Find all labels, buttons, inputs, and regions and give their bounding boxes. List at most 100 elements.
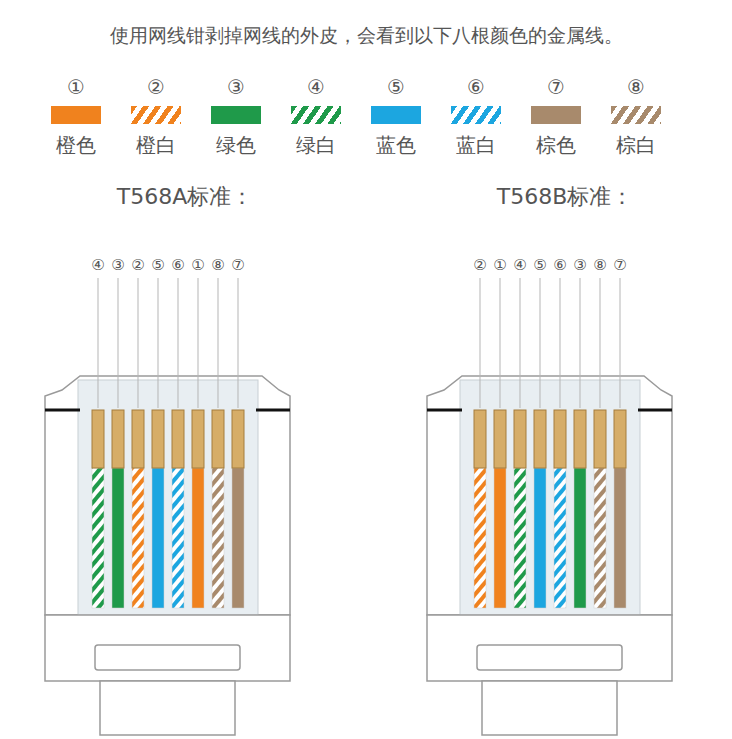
wire <box>614 468 626 608</box>
callout-number: ⑥ <box>467 75 485 99</box>
leader-line <box>500 278 501 408</box>
striped-swatch <box>131 106 181 124</box>
latch-line <box>256 409 290 412</box>
callout-number: ⑦ <box>547 75 565 99</box>
wire <box>574 468 586 608</box>
color-name: 绿白 <box>296 133 336 157</box>
gold-contact <box>232 410 244 468</box>
wire <box>534 468 546 608</box>
leader-line <box>158 278 159 408</box>
color-swatch <box>371 106 421 124</box>
connector-body <box>427 376 672 615</box>
wire <box>112 468 124 608</box>
gold-contact <box>192 410 204 468</box>
leader-line <box>620 278 621 408</box>
gold-contact <box>574 410 586 468</box>
page-title: 使用网线钳剥掉网线的外皮，会看到以下八根颜色的金属线。 <box>110 24 623 47</box>
pin-number: ⑧ <box>211 256 224 274</box>
boot-slot <box>477 645 622 670</box>
cable-sleeve <box>482 681 617 735</box>
gold-contact <box>554 410 566 468</box>
pin-number: ④ <box>91 256 104 274</box>
leader-line <box>600 278 601 408</box>
color-name: 橙色 <box>56 133 96 157</box>
leader-line <box>198 278 199 408</box>
boot-slot <box>95 645 240 670</box>
latch-line <box>427 409 462 412</box>
striped-swatch <box>611 106 661 124</box>
wire <box>474 468 486 608</box>
wire <box>554 468 566 608</box>
gold-contact <box>92 410 104 468</box>
color-name: 棕色 <box>536 133 576 157</box>
leader-line <box>580 278 581 408</box>
leader-line <box>238 278 239 408</box>
callout-number: ⑧ <box>627 75 645 99</box>
connector-boot <box>45 615 290 681</box>
standard-heading: T568B标准： <box>497 184 634 210</box>
gold-contact <box>534 410 546 468</box>
pin-number: ⑥ <box>171 256 184 274</box>
color-name: 绿色 <box>216 133 256 157</box>
wire <box>192 468 204 608</box>
connector-window <box>460 380 640 615</box>
pin-number: ⑦ <box>231 256 244 274</box>
wire <box>232 468 244 608</box>
callout-number: ② <box>147 75 165 99</box>
cable-sleeve <box>100 681 235 735</box>
gold-contact <box>594 410 606 468</box>
color-name: 橙白 <box>136 133 176 157</box>
leader-line <box>118 278 119 408</box>
pin-number: ③ <box>111 256 124 274</box>
callout-number: ③ <box>227 75 245 99</box>
callout-number: ④ <box>307 75 325 99</box>
color-swatch <box>51 106 101 124</box>
color-name: 蓝白 <box>456 133 496 157</box>
leader-line <box>520 278 521 408</box>
wire <box>212 468 224 608</box>
color-swatch <box>211 106 261 124</box>
pin-number: ② <box>131 256 144 274</box>
gold-contact <box>494 410 506 468</box>
color-swatch <box>531 106 581 124</box>
leader-line <box>178 278 179 408</box>
gold-contact <box>172 410 184 468</box>
callout-number: ⑤ <box>387 75 405 99</box>
pin-number: ② <box>473 256 486 274</box>
striped-swatch <box>291 106 341 124</box>
leader-line <box>560 278 561 408</box>
latch-line <box>638 409 672 412</box>
leader-line <box>480 278 481 408</box>
pin-number: ⑧ <box>593 256 606 274</box>
pin-number: ⑤ <box>151 256 164 274</box>
pin-number: ④ <box>513 256 526 274</box>
connector-boot <box>427 615 672 681</box>
gold-contact <box>614 410 626 468</box>
gold-contact <box>212 410 224 468</box>
pin-number: ⑥ <box>553 256 566 274</box>
pin-number: ① <box>191 256 204 274</box>
connector-window <box>78 380 258 615</box>
color-name: 棕白 <box>616 133 656 157</box>
wire <box>152 468 164 608</box>
gold-contact <box>514 410 526 468</box>
wire <box>92 468 104 608</box>
gold-contact <box>152 410 164 468</box>
striped-swatch <box>451 106 501 124</box>
pin-number: ③ <box>573 256 586 274</box>
leader-line <box>540 278 541 408</box>
wire <box>132 468 144 608</box>
gold-contact <box>132 410 144 468</box>
connector-body <box>45 376 290 615</box>
wire <box>514 468 526 608</box>
wire <box>494 468 506 608</box>
pin-number: ① <box>493 256 506 274</box>
leader-line <box>138 278 139 408</box>
gold-contact <box>474 410 486 468</box>
color-name: 蓝色 <box>376 133 416 157</box>
latch-line <box>45 409 80 412</box>
leader-line <box>218 278 219 408</box>
gold-contact <box>112 410 124 468</box>
pin-number: ⑤ <box>533 256 546 274</box>
